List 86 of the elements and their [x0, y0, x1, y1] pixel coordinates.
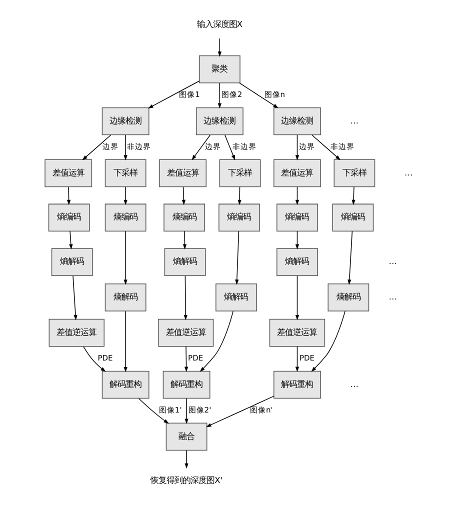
node-box: 边缘检测 [274, 107, 321, 136]
arrow [182, 230, 187, 250]
edge-label: 图像1' [158, 406, 182, 415]
arrow [218, 38, 222, 57]
edge-label: 图像2' [188, 406, 212, 415]
node-box: 熵编码 [164, 204, 205, 232]
node-box: 差值逆运算 [48, 318, 104, 347]
arrow [182, 186, 186, 206]
edge-label: 边界 [102, 142, 119, 152]
node-box: 熵解码 [51, 248, 93, 276]
edge-label: PDE [299, 354, 315, 363]
arrow [295, 230, 300, 250]
node-text: 恢复得到的深度图X' [150, 475, 223, 486]
edge-label: 图像n [264, 90, 286, 100]
node-box: 熵解码 [276, 248, 318, 276]
label: … [350, 115, 359, 126]
node-box: 聚类 [198, 55, 240, 84]
arrow [138, 398, 169, 424]
node-box: 熵解码 [216, 284, 257, 312]
edge-label: 非边界 [232, 142, 257, 152]
edge-label: 图像n' [250, 406, 273, 415]
arrow [200, 310, 234, 372]
node-box: 差值运算 [274, 159, 321, 188]
arrow [124, 310, 128, 372]
node-box: 熵编码 [332, 204, 374, 232]
node-box: 下采样 [219, 159, 261, 188]
arrow [72, 275, 78, 320]
node-box: 熵编码 [104, 204, 146, 232]
node-box: 熵解码 [164, 248, 206, 276]
edge-label: PDE [98, 354, 113, 363]
arrow [69, 230, 73, 250]
node-box: 解码重构 [162, 370, 210, 399]
node-box: 熵解码 [104, 284, 146, 312]
arrow [206, 396, 274, 428]
edge-label: 非边界 [330, 142, 354, 152]
node-box: 差值逆运算 [158, 318, 214, 347]
arrow [295, 275, 300, 320]
node-box: 融合 [166, 422, 208, 451]
node-box: 熵编码 [218, 204, 260, 232]
node-box: 下采样 [104, 159, 146, 188]
arrow [192, 134, 211, 160]
arrow [184, 275, 188, 320]
edge-label: 图像1 [179, 90, 200, 100]
edge-label: PDE [188, 354, 204, 363]
label: … [388, 256, 397, 266]
arrow [82, 134, 112, 160]
arrow [184, 450, 188, 469]
arrow [184, 346, 188, 372]
arrow [238, 186, 242, 206]
edge-label: 非边界 [127, 142, 152, 152]
node-box: 边缘检测 [102, 107, 150, 136]
node-box: 差值逆运算 [269, 318, 326, 347]
arrow [295, 134, 300, 160]
node-box: 解码重构 [274, 370, 321, 399]
arrow [124, 134, 128, 160]
node-text: 输入深度图X [196, 18, 243, 29]
node-box: 边缘检测 [196, 107, 244, 136]
node-box: 熵编码 [276, 204, 318, 232]
arrow [83, 346, 106, 372]
label: … [350, 378, 359, 389]
edge-label: 边界 [204, 142, 221, 152]
node-box: 差值运算 [44, 159, 92, 188]
node-box: 解码重构 [102, 370, 150, 399]
arrow [348, 230, 353, 285]
node-box: 熵编码 [48, 204, 90, 232]
arrow [66, 186, 71, 206]
edge-label: 边界 [299, 142, 316, 152]
arrow [239, 82, 278, 108]
arrow [218, 82, 222, 108]
arrow [124, 230, 128, 285]
arrow [312, 134, 341, 160]
node-box: 差值运算 [159, 159, 206, 188]
arrow [184, 398, 188, 424]
label: … [388, 292, 397, 302]
arrow [235, 230, 240, 285]
node-box: 下采样 [334, 159, 376, 188]
arrow [148, 80, 200, 109]
arrow [352, 186, 356, 206]
arrow [295, 346, 300, 372]
arrow [224, 134, 236, 160]
arrow [295, 186, 300, 206]
arrow [124, 186, 128, 206]
node-box: 熵解码 [328, 284, 370, 312]
edge-label: 图像2 [221, 90, 242, 100]
label: … [404, 167, 413, 178]
arrow [311, 310, 346, 372]
